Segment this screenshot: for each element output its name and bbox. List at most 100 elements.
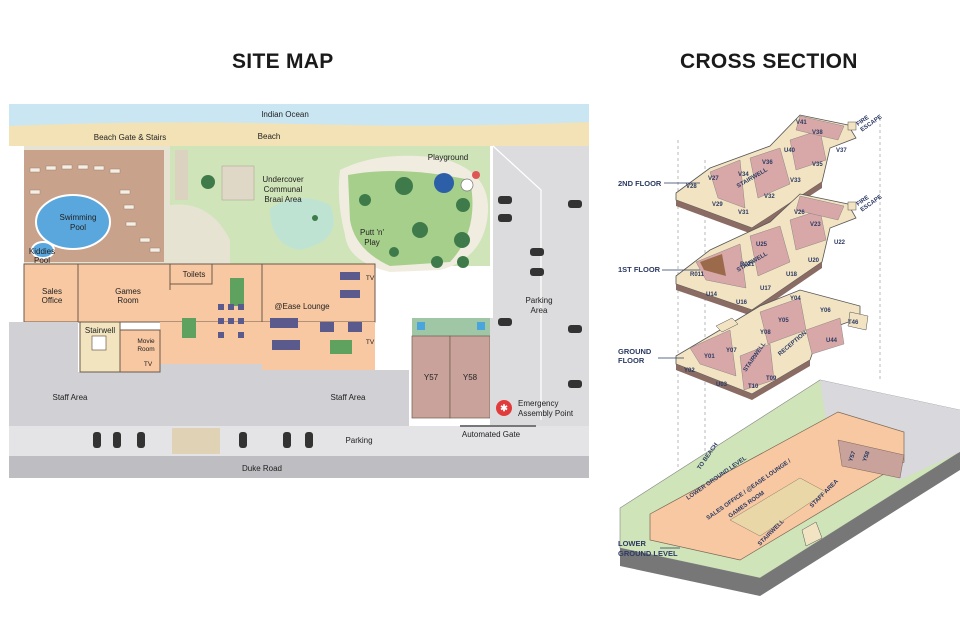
unit-y57 — [411, 335, 451, 419]
sunbeds — [29, 164, 161, 253]
playground-umbrella — [460, 178, 474, 192]
kiddies-pool — [31, 241, 55, 259]
emergency-icon — [496, 400, 512, 416]
floor-ground — [675, 289, 869, 400]
playground-item — [472, 171, 480, 179]
site-map-title: SITE MAP — [232, 50, 334, 73]
room-u03: U03 — [716, 382, 728, 388]
room-v32: V32 — [764, 194, 775, 200]
rooms-2nd-floor: V41 V38 U40 V37 V36 V35 V34 V33 V32 V31 … — [686, 120, 847, 216]
label-sales-2: Office — [42, 296, 63, 305]
unit-pool — [417, 322, 425, 330]
label-parking-area-1: Parking — [525, 296, 552, 305]
room-y01: Y01 — [704, 354, 715, 360]
stairs — [175, 150, 188, 200]
room-v35: V35 — [812, 162, 823, 168]
beach-area — [9, 122, 589, 146]
label-putt-1: Putt 'n' — [360, 228, 384, 237]
room-u14: U14 — [706, 292, 718, 298]
floor-1st — [675, 193, 857, 316]
movie-room — [119, 329, 161, 373]
label-movie-1: Movie — [137, 338, 155, 345]
label-automated-gate: Automated Gate — [462, 430, 521, 439]
label-braai-1: Undercover — [262, 175, 304, 184]
label-braai-2: Communal — [264, 185, 303, 194]
room-u40: U40 — [784, 148, 796, 154]
room-v31: V31 — [738, 210, 749, 216]
room-t10: T10 — [748, 384, 759, 390]
ocean-area — [9, 104, 589, 126]
ping-pong-table — [182, 318, 196, 338]
room-v41: V41 — [796, 120, 807, 126]
room-r021: R021 — [740, 262, 755, 268]
room-u25: U25 — [756, 242, 768, 248]
room-v23: V23 — [810, 222, 821, 228]
room-v33: V33 — [790, 178, 801, 184]
label-sales-1: Sales — [42, 287, 62, 296]
label-ease-lounge: @Ease Lounge — [274, 302, 330, 311]
room-y04: Y04 — [790, 296, 801, 302]
label-stairwell: Stairwell — [85, 326, 115, 335]
floor-2nd — [675, 114, 857, 234]
pool-table-2 — [330, 340, 352, 354]
room-r011: R011 — [690, 272, 705, 278]
floor-lower-ground — [619, 379, 960, 596]
unit-y57-label: Y57 — [848, 450, 858, 463]
entrance-path — [172, 428, 220, 454]
unit-pool — [477, 322, 485, 330]
label-1st-floor: 1ST FLOOR — [618, 265, 661, 274]
label-staff-area-2: Staff Area — [331, 393, 367, 402]
fire-escape-2nd: FIRE ESCAPE — [856, 114, 884, 133]
label-y58: Y58 — [463, 373, 478, 382]
label-games-2: Room — [117, 296, 139, 305]
room-v28: V28 — [686, 184, 697, 190]
room-y05: Y05 — [778, 318, 789, 324]
street-parking — [9, 426, 589, 456]
label-swimming-pool-2: Pool — [70, 223, 86, 232]
label-movie-2: Room — [137, 346, 154, 353]
label-tv-2: TV — [366, 339, 375, 346]
units-terrace — [412, 318, 490, 336]
room-v37: V37 — [836, 148, 847, 154]
room-v34: V34 — [738, 172, 749, 178]
trees — [201, 175, 588, 364]
parking-lines — [492, 145, 542, 420]
label-beach: Beach — [258, 132, 281, 141]
room-u20: U20 — [808, 258, 820, 264]
label-tv-1: TV — [366, 275, 375, 282]
room-t09: T09 — [766, 376, 777, 382]
room-v36: V36 — [762, 160, 773, 166]
label-tv-3: TV — [144, 361, 153, 368]
label-swimming-pool-1: Swimming — [60, 213, 97, 222]
label-staff-area-1: Staff Area — [53, 393, 89, 402]
pool-table — [230, 278, 244, 306]
label-2nd-floor: 2ND FLOOR — [618, 179, 662, 188]
room-t46: T46 — [848, 320, 859, 326]
label-indian-ocean: Indian Ocean — [261, 110, 309, 119]
label-ground-floor-2: FLOOR — [618, 356, 645, 365]
room-y08: Y08 — [760, 330, 771, 336]
label-beach-gate: Beach Gate & Stairs — [94, 133, 166, 142]
lawn-pond — [270, 198, 334, 250]
label-putt-2: Play — [364, 238, 380, 247]
unit-y58 — [449, 335, 491, 419]
room-y02: Y02 — [684, 368, 695, 374]
label-parking-area-2: Area — [531, 306, 548, 315]
room-v29: V29 — [712, 202, 723, 208]
braai-shelter — [221, 165, 255, 201]
playground-dome — [434, 173, 454, 193]
label-kiddies-2: Pool — [34, 256, 50, 265]
label-y57: Y57 — [424, 373, 439, 382]
label-kiddies-1: Kiddies — [29, 247, 55, 256]
label-lower-ground-2: GROUND LEVEL — [618, 549, 678, 558]
room-u22: U22 — [834, 240, 846, 246]
label-duke-road: Duke Road — [242, 464, 282, 473]
furniture — [218, 272, 362, 350]
label-parking: Parking — [345, 436, 372, 445]
parking-lot — [490, 146, 589, 428]
room-u16: U16 — [736, 300, 748, 306]
unit-y58-label: Y58 — [862, 450, 872, 463]
room-u17: U17 — [760, 286, 772, 292]
room-y07: Y07 — [726, 348, 737, 354]
